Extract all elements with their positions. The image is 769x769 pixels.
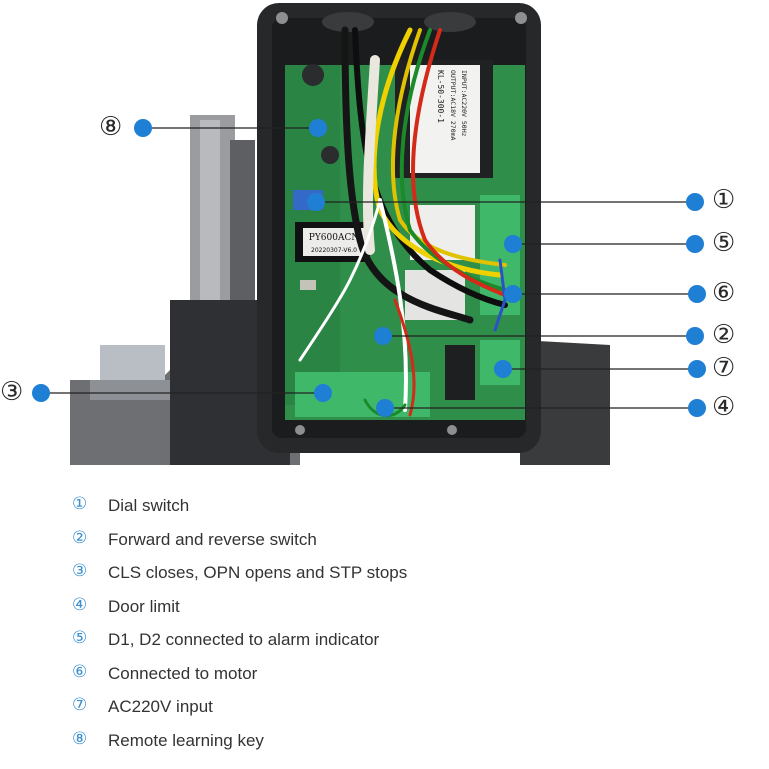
legend-number: ⑧ <box>72 728 88 749</box>
legend-number: ① <box>72 494 88 514</box>
marker-4-end <box>688 399 706 417</box>
legend-number: ④ <box>72 594 88 615</box>
marker-7-end <box>688 360 706 378</box>
callout-number-2: ② <box>712 320 736 350</box>
callout-number-5: ⑤ <box>712 228 736 258</box>
marker-5-end <box>686 235 704 253</box>
legend-number: ⑥ <box>72 661 88 682</box>
marker-2-start <box>374 327 392 345</box>
marker-1-end <box>686 193 704 211</box>
callout-number-8: ⑧ <box>99 112 123 142</box>
marker-2-end <box>686 327 704 345</box>
legend-text: Door limit <box>108 596 180 616</box>
marker-8-start <box>134 119 152 137</box>
callout-number-7: ⑦ <box>712 353 736 383</box>
legend-text: Forward and reverse switch <box>108 529 317 549</box>
transformer: INPUT:AC220V 50Hz OUTPUT:AC18V 270mA KL-… <box>395 60 493 178</box>
legend-text: AC220V input <box>108 697 213 716</box>
legend-text: Remote learning key <box>108 730 264 750</box>
transformer-line-1: INPUT:AC220V 50Hz <box>460 70 468 137</box>
marker-6-end <box>688 285 706 303</box>
transformer-line-3: KL-50-300-1 <box>436 70 445 123</box>
legend-text: Connected to motor <box>108 663 258 683</box>
marker-4-start <box>376 399 394 417</box>
legend-number: ⑦ <box>72 695 88 715</box>
marker-1-start <box>307 193 325 211</box>
chip-label-bottom: 20220307-V6.0 <box>311 247 357 254</box>
callout-number-4: ④ <box>712 392 736 422</box>
legend-number: ② <box>72 527 88 548</box>
callout-number-1: ① <box>712 185 736 215</box>
marker-3-start <box>32 384 50 402</box>
marker-6-start <box>504 285 522 303</box>
callout-number-6: ⑥ <box>712 278 736 308</box>
marker-7-start <box>494 360 512 378</box>
marker-5-start <box>504 235 522 253</box>
transformer-line-2: OUTPUT:AC18V 270mA <box>449 70 457 141</box>
callout-number-3: ③ <box>0 377 24 407</box>
leader-lines <box>41 127 697 409</box>
legend-text: D1, D2 connected to alarm indicator <box>108 630 380 649</box>
legend-number: ⑤ <box>72 628 88 648</box>
legend-number: ③ <box>72 561 88 581</box>
legend-text: CLS closes, OPN opens and STP stops <box>108 563 408 582</box>
marker-8-end <box>309 119 327 137</box>
marker-3-end <box>314 384 332 402</box>
chip-label-top: PY600ACN <box>309 233 360 243</box>
legend-text: Dial switch <box>108 496 190 515</box>
